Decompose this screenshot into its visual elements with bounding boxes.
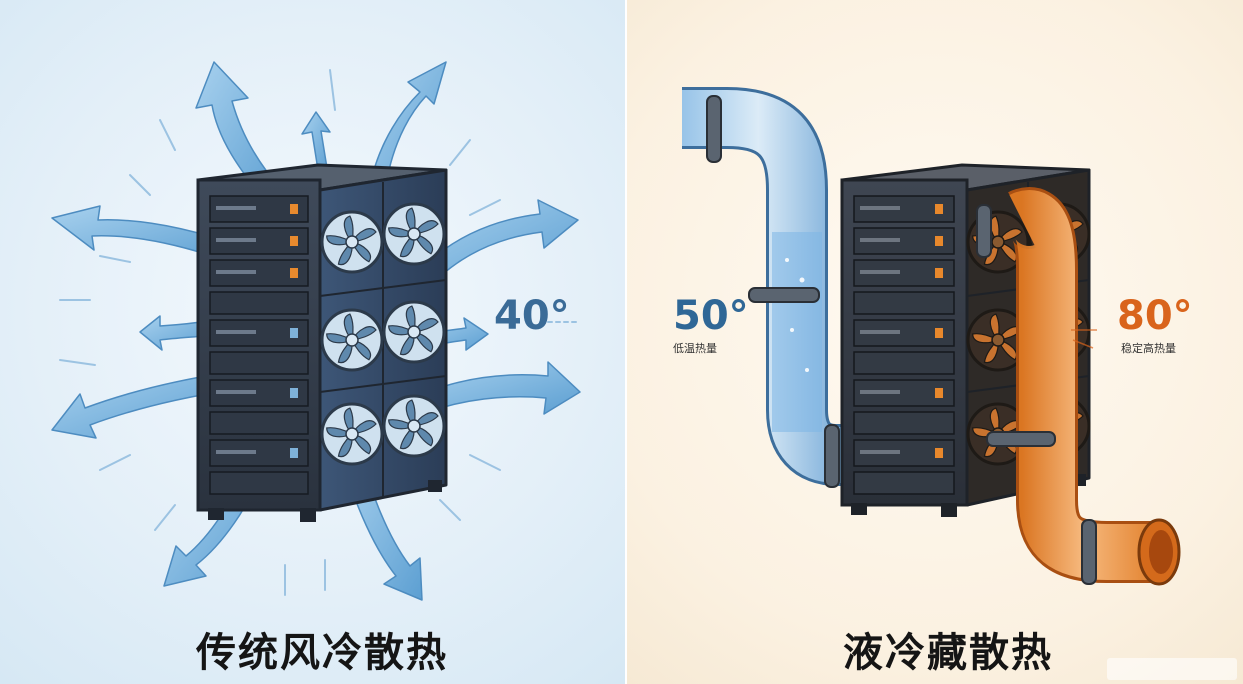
watermark-area [1107, 658, 1237, 680]
cold-temperature-label: 50° [673, 293, 749, 339]
panel-divider [625, 0, 628, 684]
hot-heat-label: 稳定高热量 [1121, 342, 1176, 355]
coolant-pipe-icon [976, 187, 1181, 586]
liquid-cooling-illustration [682, 87, 1181, 586]
air-temperature-label: 40° [494, 293, 570, 339]
server-rack-icon [196, 163, 448, 522]
air-cooling-illustration [51, 61, 581, 601]
cold-heat-label: 低温热量 [673, 342, 717, 355]
coolant-pipe-icon [682, 87, 868, 488]
liquid-cooling-caption: 液冷藏散热 [843, 630, 1053, 676]
air-cooling-panel: 40° 传统风冷散热 [0, 0, 627, 684]
air-cooling-caption: 传统风冷散热 [196, 630, 448, 676]
liquid-cooling-panel: 50° 低温热量 80° 稳定高热量 液冷藏散热 [627, 0, 1243, 684]
airflow-motion-lines [59, 69, 581, 596]
hot-temperature-label: 80° [1117, 293, 1193, 339]
